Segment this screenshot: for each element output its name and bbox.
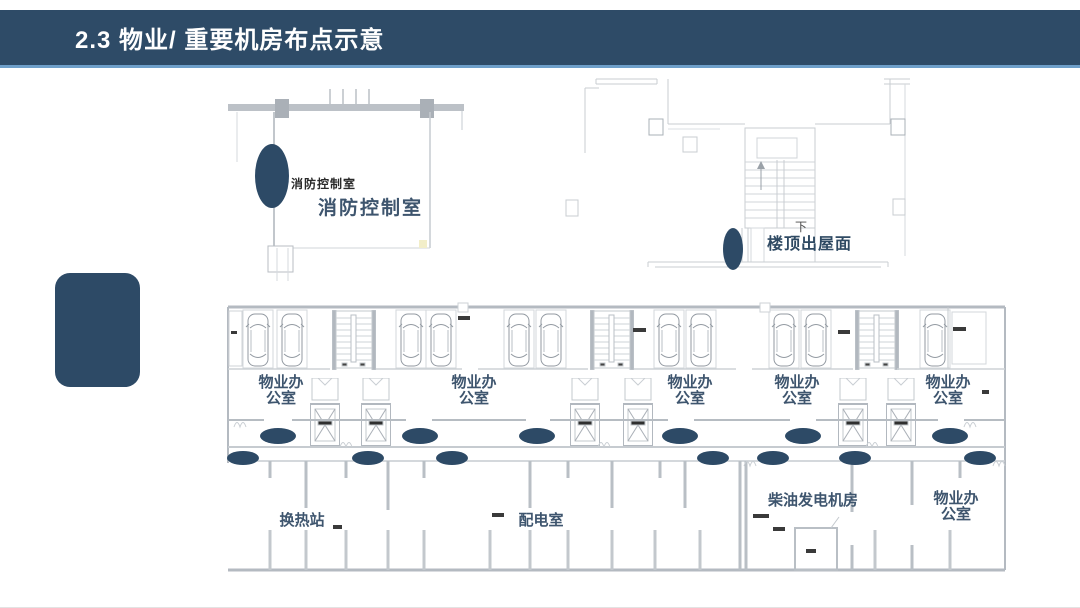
location-marker bbox=[519, 428, 555, 444]
stair-up-arrow-icon bbox=[757, 161, 765, 190]
fire-control-annotation: 消防控制室 bbox=[291, 177, 357, 191]
property-office-label-2: 物业办 公室 bbox=[451, 374, 497, 407]
location-marker bbox=[723, 228, 743, 270]
location-marker bbox=[255, 144, 289, 208]
basement-plan bbox=[227, 302, 1006, 572]
location-marker bbox=[436, 451, 468, 465]
parking-stalls bbox=[242, 309, 987, 369]
property-office-room-label: 物业办 公室 bbox=[933, 490, 979, 523]
location-marker bbox=[839, 451, 871, 465]
small-annotation-marks bbox=[231, 316, 989, 553]
location-marker bbox=[757, 451, 789, 465]
power-distribution-room-label: 配电室 bbox=[518, 512, 564, 529]
property-office-label-1: 物业办 公室 bbox=[258, 374, 304, 407]
diesel-generator-room-label: 柴油发电机房 bbox=[767, 492, 858, 509]
accent-rounded-rectangle bbox=[55, 273, 140, 387]
heat-exchange-station-label: 换热站 bbox=[279, 512, 325, 529]
stair-down-mark: 下 bbox=[794, 220, 807, 234]
location-marker bbox=[785, 428, 821, 444]
location-marker bbox=[402, 428, 438, 444]
location-marker bbox=[352, 451, 384, 465]
slide-title: 2.3 物业/ 重要机房布点示意 bbox=[75, 27, 385, 54]
location-marker bbox=[260, 428, 296, 444]
location-marker bbox=[964, 451, 996, 465]
roof-access-plan bbox=[565, 78, 910, 268]
fire-control-room-label: 消防控制室 bbox=[318, 198, 424, 219]
marker-layer bbox=[227, 144, 996, 465]
door-swing-marks bbox=[233, 422, 1006, 468]
location-marker bbox=[932, 428, 968, 444]
roof-access-label: 楼顶出屋面 bbox=[767, 236, 853, 253]
location-marker bbox=[697, 451, 729, 465]
location-marker bbox=[662, 428, 698, 444]
property-office-label-5: 物业办 公室 bbox=[925, 374, 971, 407]
location-marker bbox=[227, 451, 259, 465]
property-office-label-3: 物业办 公室 bbox=[667, 374, 713, 407]
slide-title-bar: 2.3 物业/ 重要机房布点示意 bbox=[0, 10, 1080, 68]
property-office-label-4: 物业办 公室 bbox=[774, 374, 820, 407]
